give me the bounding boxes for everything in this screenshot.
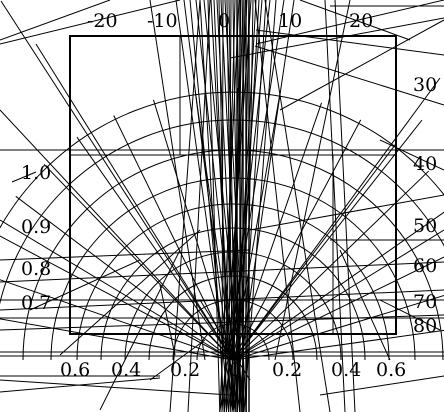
radial-spoke xyxy=(232,119,362,361)
bottom-axis-label: 0 xyxy=(229,359,241,381)
fan-ray xyxy=(334,0,356,412)
top-axis-label: 0 xyxy=(218,10,230,32)
radial-label: 1.0 xyxy=(21,162,51,184)
radial-spoke xyxy=(232,142,398,361)
top-axis-label: 10 xyxy=(278,10,302,32)
radial-spoke xyxy=(0,318,234,361)
fan-ray xyxy=(169,0,201,412)
left-radial-labels: 1.0 0.9 0.8 0.7 xyxy=(21,162,51,314)
radial-label: 0.9 xyxy=(21,216,51,238)
radial-spoke xyxy=(0,279,234,361)
background-line xyxy=(11,171,37,183)
radial-spoke xyxy=(15,195,234,361)
fan-ray xyxy=(187,0,211,412)
fan-ray xyxy=(239,0,267,412)
radial-spoke xyxy=(43,163,234,361)
bottom-axis-label: 0.4 xyxy=(111,359,141,381)
concentric-arc xyxy=(76,203,390,361)
bottom-axis-label: 0.6 xyxy=(376,359,406,381)
background-line xyxy=(0,0,181,45)
vertical-ray-fan xyxy=(149,0,356,412)
radial-spoke xyxy=(232,77,441,361)
angle-label: 80 xyxy=(413,315,437,337)
background-line xyxy=(159,284,176,356)
radial-spoke xyxy=(232,170,430,361)
radial-label: 0.8 xyxy=(21,258,51,280)
bottom-axis-label: 0.6 xyxy=(60,359,90,381)
top-axis-label: -10 xyxy=(147,10,178,32)
angle-label: 50 xyxy=(413,215,437,237)
bottom-axis-label: 0.4 xyxy=(331,359,361,381)
fan-ray xyxy=(199,0,225,412)
top-axis-labels: -20 -10 0 10 20 xyxy=(87,10,373,32)
concentric-arc xyxy=(50,177,416,361)
background-line xyxy=(299,0,411,41)
angle-label: 40 xyxy=(413,153,437,175)
radial-spoke xyxy=(232,329,444,361)
fan-ray xyxy=(324,0,346,412)
plot-frame xyxy=(69,35,397,335)
background-line xyxy=(149,339,206,381)
background-line xyxy=(29,259,141,311)
radial-spoke xyxy=(232,294,444,361)
top-axis-label: 20 xyxy=(349,10,373,32)
fan-ray xyxy=(274,0,351,361)
background-line xyxy=(255,29,444,56)
bottom-axis-labels: 0.6 0.4 0.2 0 0.2 0.4 0.6 xyxy=(60,359,406,381)
top-axis-label: -20 xyxy=(87,10,118,32)
fan-ray xyxy=(264,0,331,412)
angle-label: 60 xyxy=(413,255,437,277)
radial-spoke xyxy=(0,235,234,361)
background-line xyxy=(254,45,444,106)
background-line xyxy=(379,299,441,331)
background-line xyxy=(0,379,231,396)
radial-spoke xyxy=(0,219,234,361)
fan-ray xyxy=(254,0,301,412)
background-line xyxy=(99,249,181,411)
radial-spoke xyxy=(232,229,444,361)
background-line xyxy=(279,19,444,111)
bottom-axis-label: 0.2 xyxy=(272,359,302,381)
frame-rect xyxy=(69,35,397,335)
bottom-axis-label: 0.2 xyxy=(170,359,200,381)
background-line xyxy=(0,0,111,41)
radial-spoke xyxy=(0,109,234,361)
angle-label: 30 xyxy=(413,74,437,96)
radial-label: 0.7 xyxy=(21,292,51,314)
fan-ray xyxy=(221,0,224,412)
radial-spoke xyxy=(113,115,234,361)
radial-spoke xyxy=(35,43,234,361)
radial-spoke xyxy=(76,136,234,361)
radial-spoke xyxy=(232,256,444,361)
fan-ray xyxy=(219,0,285,412)
background-line xyxy=(0,377,161,393)
background-line xyxy=(319,375,444,396)
fan-ray xyxy=(219,0,240,412)
fan-ray xyxy=(149,0,206,361)
right-angle-labels: 30 40 50 60 70 80 xyxy=(413,74,437,337)
background-line xyxy=(249,194,444,231)
radial-spoke xyxy=(232,119,423,361)
angle-label: 70 xyxy=(413,291,437,313)
fan-ray xyxy=(207,0,221,412)
